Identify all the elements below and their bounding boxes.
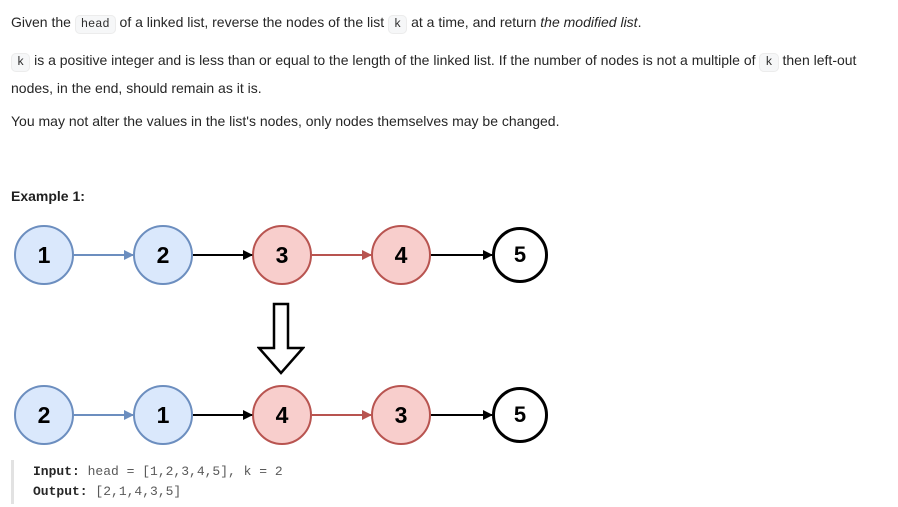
- arrow-right-icon: [431, 250, 493, 260]
- input-label: Input:: [33, 464, 80, 479]
- list-node: 2: [14, 385, 74, 445]
- emphasized-text: the modified list: [540, 14, 638, 30]
- paragraph-2-line-1: k is a positive integer and is less than…: [11, 47, 887, 75]
- problem-statement-paragraph-2: k is a positive integer and is less than…: [11, 47, 887, 101]
- arrow-right-icon: [312, 250, 372, 260]
- list-node: 4: [252, 385, 312, 445]
- linked-list-after: 2 1 4 3 5: [14, 385, 887, 445]
- arrow-right-icon: [193, 410, 253, 420]
- list-node: 2: [133, 225, 193, 285]
- output-value: [2,1,4,3,5]: [87, 484, 182, 499]
- list-node: 4: [371, 225, 431, 285]
- node-value: 2: [37, 401, 51, 428]
- text-segment: at a time, and return: [407, 14, 541, 30]
- inline-code-head: head: [74, 15, 116, 34]
- arrow-right-icon: [193, 250, 253, 260]
- transform-down-arrow-icon: [256, 302, 306, 375]
- node-value: 1: [156, 401, 170, 428]
- text-segment: of a linked list, reverse the nodes of t…: [115, 14, 389, 30]
- problem-statement-paragraph-1: Given the head of a linked list, reverse…: [11, 12, 887, 34]
- paragraph-2-line-2: nodes, in the end, should remain as it i…: [11, 80, 262, 96]
- example-input-line: Input: head = [1,2,3,4,5], k = 2: [33, 462, 887, 482]
- list-node: 3: [371, 385, 431, 445]
- node-value: 4: [275, 401, 289, 428]
- inline-code-k: k: [759, 53, 779, 72]
- text-segment: Given the: [11, 14, 75, 30]
- text-segment: then left-out: [778, 52, 857, 68]
- node-value: 4: [394, 241, 408, 268]
- list-node: 1: [14, 225, 74, 285]
- text-segment: .: [637, 14, 642, 30]
- node-value: 5: [513, 242, 527, 267]
- arrow-right-icon: [74, 250, 134, 260]
- inline-code-k: k: [11, 53, 31, 72]
- node-value: 3: [394, 401, 408, 428]
- arrow-right-icon: [431, 410, 493, 420]
- problem-statement-paragraph-3: You may not alter the values in the list…: [11, 113, 560, 129]
- example-output-line: Output: [2,1,4,3,5]: [33, 482, 887, 502]
- input-value: head = [1,2,3,4,5], k = 2: [79, 464, 283, 479]
- inline-code-k: k: [388, 15, 408, 34]
- node-value: 3: [275, 241, 289, 268]
- arrow-right-icon: [312, 410, 372, 420]
- node-value: 5: [513, 402, 527, 427]
- output-label: Output:: [33, 484, 88, 499]
- arrow-right-icon: [74, 410, 134, 420]
- example-1-heading: Example 1:: [11, 188, 85, 204]
- list-node: 3: [252, 225, 312, 285]
- list-node: 5: [492, 387, 548, 443]
- linked-list-before: 1 2 3 4 5: [14, 225, 887, 285]
- list-node: 1: [133, 385, 193, 445]
- text-segment: is a positive integer and is less than o…: [30, 52, 760, 68]
- node-value: 1: [37, 241, 51, 268]
- list-node: 5: [492, 227, 548, 283]
- node-value: 2: [156, 241, 170, 268]
